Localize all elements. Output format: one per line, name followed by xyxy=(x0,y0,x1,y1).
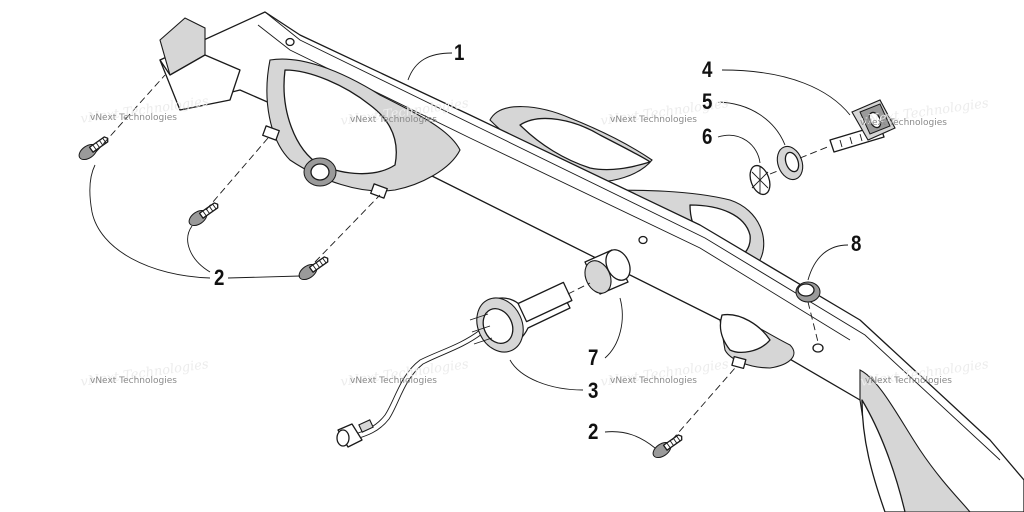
watermark-text: vNext Technologies xyxy=(865,376,952,386)
callout-6: 6 xyxy=(702,124,713,149)
plug-cap-part xyxy=(795,281,821,303)
callout-2-left: 2 xyxy=(214,265,225,290)
callout-4: 4 xyxy=(702,57,713,82)
watermark-text: vNext Technologies xyxy=(860,118,947,128)
leader-lines xyxy=(89,52,851,449)
watermark-text: vNext Technologies xyxy=(90,113,177,123)
watermark-text: vNext Technologies xyxy=(610,376,697,386)
callout-5: 5 xyxy=(702,89,713,114)
ignition-switch-part xyxy=(336,281,573,448)
bezel-nut-part xyxy=(776,145,804,181)
watermark-text: vNext Technologies xyxy=(90,376,177,386)
screw-part xyxy=(298,256,329,281)
bushing-part xyxy=(584,249,631,295)
callout-3: 3 xyxy=(588,378,599,403)
lock-washer-part xyxy=(749,164,771,196)
callout-7: 7 xyxy=(588,345,599,370)
watermark-text: vNext Technologies xyxy=(350,115,437,125)
watermark-text: vNext Technologies xyxy=(350,376,437,386)
watermark-text: vNext Technologies xyxy=(610,115,697,125)
screw-part xyxy=(78,136,109,161)
screw-part xyxy=(652,434,683,459)
console-cover-part xyxy=(159,11,1024,512)
callout-2-right: 2 xyxy=(588,419,599,444)
callout-1: 1 xyxy=(454,40,465,65)
screw-part xyxy=(188,202,219,227)
callout-8: 8 xyxy=(851,231,862,256)
key-part xyxy=(829,99,896,153)
